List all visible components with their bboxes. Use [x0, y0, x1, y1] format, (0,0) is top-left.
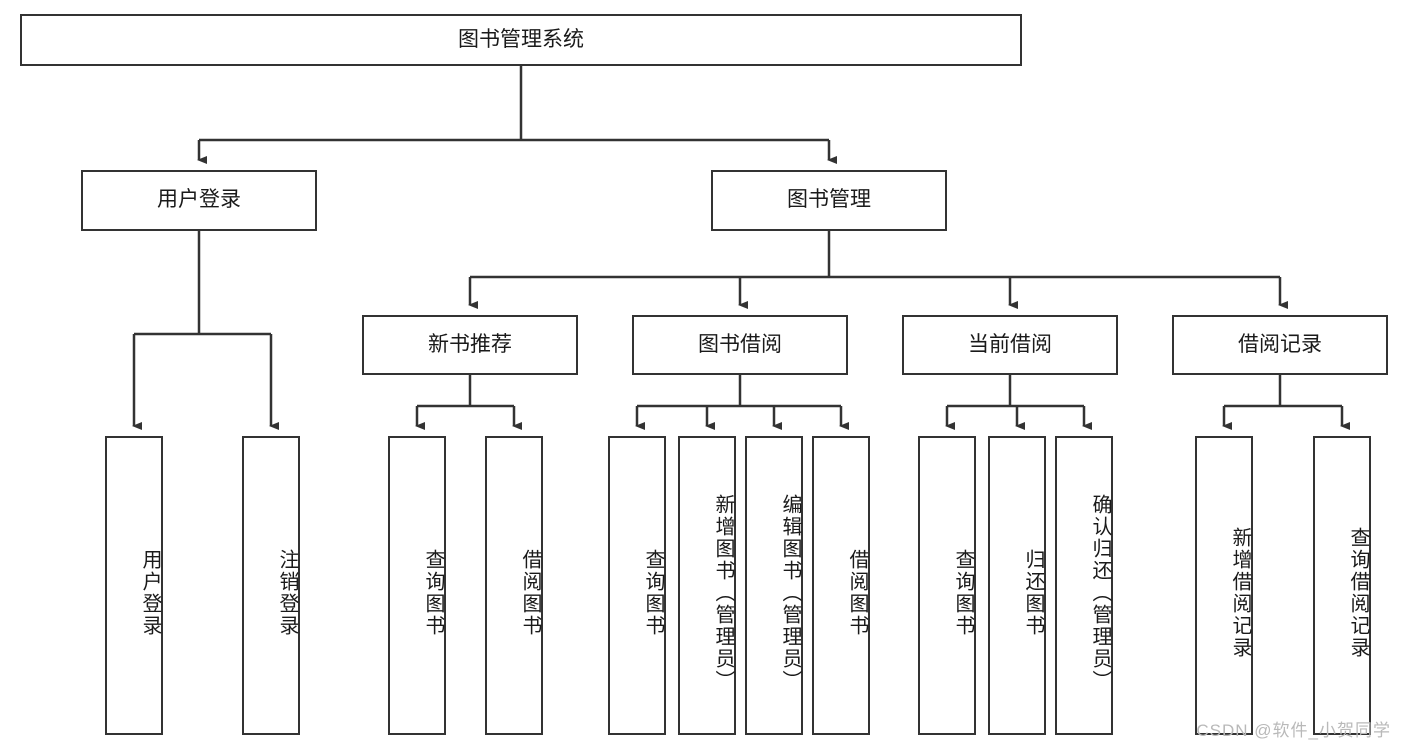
- node-label: 查询借阅记录: [1347, 526, 1369, 659]
- node-r_add[interactable]: 新增借阅记录: [1195, 436, 1253, 735]
- node-label: 图书管理: [787, 188, 871, 212]
- node-label: 借阅记录: [1238, 332, 1322, 356]
- node-c_query[interactable]: 查询图书: [918, 436, 976, 735]
- node-b_borrow[interactable]: 借阅图书: [812, 436, 870, 735]
- node-l_login[interactable]: 用户登录: [105, 436, 163, 735]
- node-label: 图书借阅: [698, 332, 782, 356]
- node-current[interactable]: 当前借阅: [902, 315, 1118, 375]
- node-book_mgmt[interactable]: 图书管理: [711, 170, 947, 231]
- node-label: 注销登录: [276, 548, 298, 637]
- node-l_logout[interactable]: 注销登录: [242, 436, 300, 735]
- node-label: 借阅图书: [519, 548, 541, 637]
- node-records[interactable]: 借阅记录: [1172, 315, 1388, 375]
- node-label: 图书管理系统: [458, 27, 584, 51]
- node-label: 新增借阅记录: [1229, 526, 1251, 659]
- node-c_return[interactable]: 归还图书: [988, 436, 1046, 735]
- node-b_edit[interactable]: 编辑图书（管理员）: [745, 436, 803, 735]
- node-b_add[interactable]: 新增图书（管理员）: [678, 436, 736, 735]
- watermark-label: CSDN @软件_小贺同学: [1196, 721, 1391, 740]
- node-n_borrow[interactable]: 借阅图书: [485, 436, 543, 735]
- node-c_confirm[interactable]: 确认归还（管理员）: [1055, 436, 1113, 735]
- node-label: 用户登录: [157, 188, 241, 212]
- node-label: 查询图书: [642, 548, 664, 637]
- node-label: 借阅图书: [846, 548, 868, 637]
- node-user_login[interactable]: 用户登录: [81, 170, 317, 231]
- node-label: 查询图书: [952, 548, 974, 637]
- node-label: 查询图书: [422, 548, 444, 637]
- node-label: 用户登录: [139, 548, 161, 637]
- node-label: 当前借阅: [968, 332, 1052, 356]
- node-label: 新书推荐: [428, 332, 512, 356]
- node-borrow[interactable]: 图书借阅: [632, 315, 848, 375]
- node-n_query[interactable]: 查询图书: [388, 436, 446, 735]
- node-label: 编辑图书（管理员）: [779, 493, 801, 692]
- node-label: 新增图书（管理员）: [712, 493, 734, 692]
- node-label: 归还图书: [1022, 548, 1044, 637]
- node-r_query[interactable]: 查询借阅记录: [1313, 436, 1371, 735]
- node-root[interactable]: 图书管理系统: [20, 14, 1022, 66]
- node-label: 确认归还（管理员）: [1089, 493, 1111, 692]
- node-new_rec[interactable]: 新书推荐: [362, 315, 578, 375]
- node-b_query[interactable]: 查询图书: [608, 436, 666, 735]
